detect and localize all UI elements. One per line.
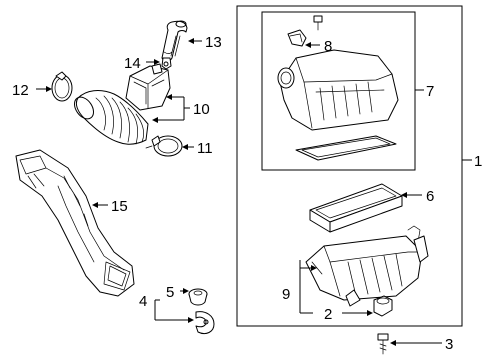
callout-1: 1 bbox=[474, 153, 482, 170]
leader-15 bbox=[92, 202, 108, 208]
callout-12: 12 bbox=[12, 82, 29, 99]
leader-3 bbox=[390, 340, 442, 346]
leader-8 bbox=[305, 42, 320, 48]
air-inlet-duct bbox=[15, 149, 135, 297]
callout-8: 8 bbox=[324, 38, 332, 55]
leader-11 bbox=[182, 144, 194, 150]
callout-15: 15 bbox=[111, 198, 128, 215]
callout-9: 9 bbox=[282, 286, 290, 303]
air-cleaner-cover bbox=[277, 49, 399, 131]
leader-13 bbox=[188, 38, 202, 44]
air-filter-upper bbox=[295, 135, 397, 161]
hose-clamp-right bbox=[145, 135, 183, 157]
grommet bbox=[188, 288, 208, 306]
callout-14: 14 bbox=[124, 55, 141, 72]
leader-6 bbox=[401, 192, 422, 198]
bracket bbox=[195, 311, 215, 335]
bolt bbox=[377, 333, 389, 355]
leader-14 bbox=[146, 59, 160, 65]
hose-clamp-left bbox=[51, 71, 73, 102]
leader-12 bbox=[36, 86, 52, 92]
inlet-hose bbox=[161, 20, 188, 62]
callout-2: 2 bbox=[324, 306, 332, 323]
leader-4 bbox=[154, 299, 194, 323]
leader-9 bbox=[299, 260, 317, 314]
sub-assembly-frame bbox=[261, 11, 416, 171]
air-cleaner-case bbox=[305, 225, 429, 307]
callout-10: 10 bbox=[193, 101, 210, 118]
callout-11: 11 bbox=[197, 140, 213, 157]
sensor bbox=[287, 15, 323, 47]
leader-2 bbox=[342, 310, 373, 316]
leader-10 bbox=[152, 94, 190, 123]
callout-7: 7 bbox=[426, 83, 434, 100]
resonator bbox=[125, 63, 171, 111]
callout-3: 3 bbox=[445, 336, 453, 353]
mount-grommet bbox=[373, 295, 393, 317]
intake-duct bbox=[73, 90, 149, 145]
air-filter-element bbox=[309, 183, 403, 233]
leader-5 bbox=[180, 288, 189, 294]
assembly-frame bbox=[236, 5, 463, 327]
callout-5: 5 bbox=[166, 284, 174, 301]
hose-clip bbox=[161, 57, 172, 70]
callout-13: 13 bbox=[205, 34, 222, 51]
callout-4: 4 bbox=[139, 293, 147, 310]
callout-6: 6 bbox=[426, 188, 434, 205]
